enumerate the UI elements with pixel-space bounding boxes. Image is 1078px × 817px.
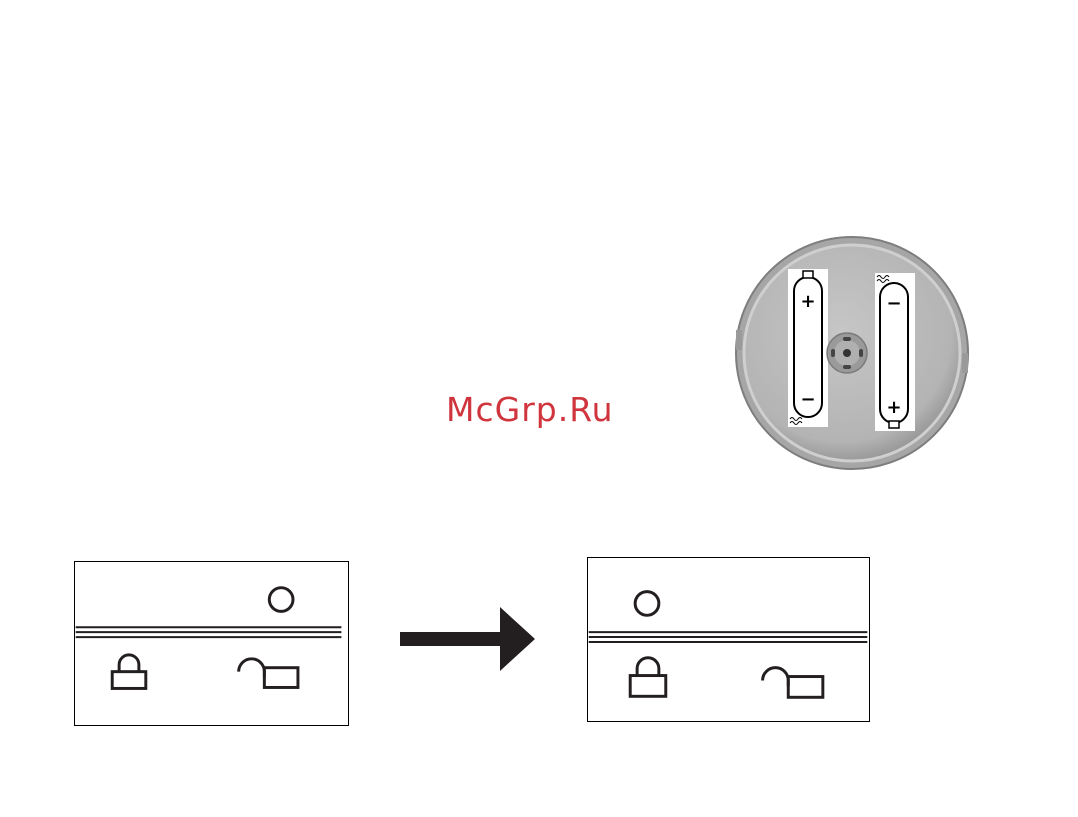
indicator-circle: [269, 588, 293, 612]
right-battery-minus: −: [886, 293, 901, 314]
lock-closed-icon: [112, 655, 146, 689]
divider-lines: [589, 632, 868, 642]
battery-compartment-illustration: + − − +: [734, 235, 970, 471]
lock-closed-icon: [630, 658, 666, 697]
center-grille: [827, 333, 867, 373]
divider-lines: [76, 627, 342, 637]
indicator-circle: [635, 592, 659, 616]
left-battery: + −: [788, 269, 828, 427]
right-battery: − +: [875, 273, 915, 431]
lock-open-icon: [763, 668, 823, 698]
right-arrow: [400, 607, 535, 671]
lock-open-icon: [239, 659, 298, 688]
left-battery-plus: +: [800, 291, 815, 312]
left-battery-minus: −: [800, 389, 815, 410]
right-battery-plus: +: [886, 397, 901, 418]
switch-panel-before: [74, 561, 349, 726]
switch-panel-after: [587, 557, 870, 722]
watermark-text: McGrp.Ru: [446, 388, 656, 432]
